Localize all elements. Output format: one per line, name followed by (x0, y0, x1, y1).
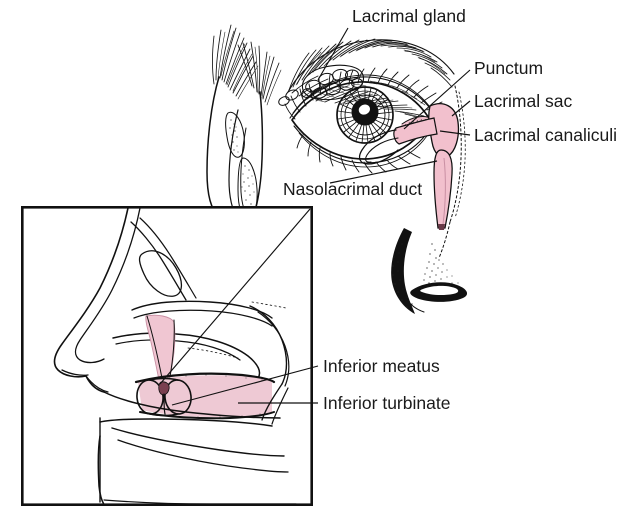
inset-inferior-meatus (136, 377, 192, 417)
label-lacrimal-canaliculi: Lacrimal canaliculi (474, 125, 617, 145)
label-lacrimal-sac: Lacrimal sac (474, 91, 572, 111)
nose-shading-stipple (392, 239, 413, 308)
lacrimal-canaliculi-shape (393, 117, 438, 145)
nasal-ala-stroke (391, 228, 415, 314)
label-inferior-meatus: Inferior meatus (323, 356, 440, 376)
leader-lacrimal-sac (451, 100, 471, 117)
label-texts: Lacrimal gland Punctum Lacrimal sac Lacr… (283, 6, 617, 413)
left-eyebrow-hairs-fine (217, 30, 282, 106)
label-nasolacrimal-duct: Nasolacrimal duct (283, 179, 422, 199)
left-eye-shading (225, 111, 245, 158)
leader-punctum (403, 69, 471, 130)
eye-globe (289, 74, 437, 168)
nose-bridge-profile (206, 24, 282, 221)
leader-nasolacrimal-duct-face (329, 160, 438, 184)
label-punctum: Punctum (474, 58, 543, 78)
leader-lacrimal-canaliculi (439, 130, 471, 136)
label-inferior-turbinate: Inferior turbinate (323, 393, 450, 413)
lacrimal-drainage-system (358, 103, 460, 230)
leader-lines (159, 27, 471, 406)
nose-profile (391, 85, 468, 314)
inset-panel (20, 206, 313, 506)
leader-lacrimal-gland (317, 27, 349, 81)
left-eyebrow-hairs (212, 24, 280, 103)
nasolacrimal-duct-shape (433, 149, 453, 229)
right-eye-illustration (278, 38, 455, 174)
nose-contour-dotted (438, 85, 462, 259)
leader-inferior-meatus (171, 365, 319, 406)
upper-lid-hatching (309, 80, 426, 106)
leader-nasolacrimal-duct-inset (159, 208, 311, 385)
lacrimal-gland-left-lobules (278, 89, 299, 106)
label-lacrimal-gland: Lacrimal gland (352, 6, 466, 26)
